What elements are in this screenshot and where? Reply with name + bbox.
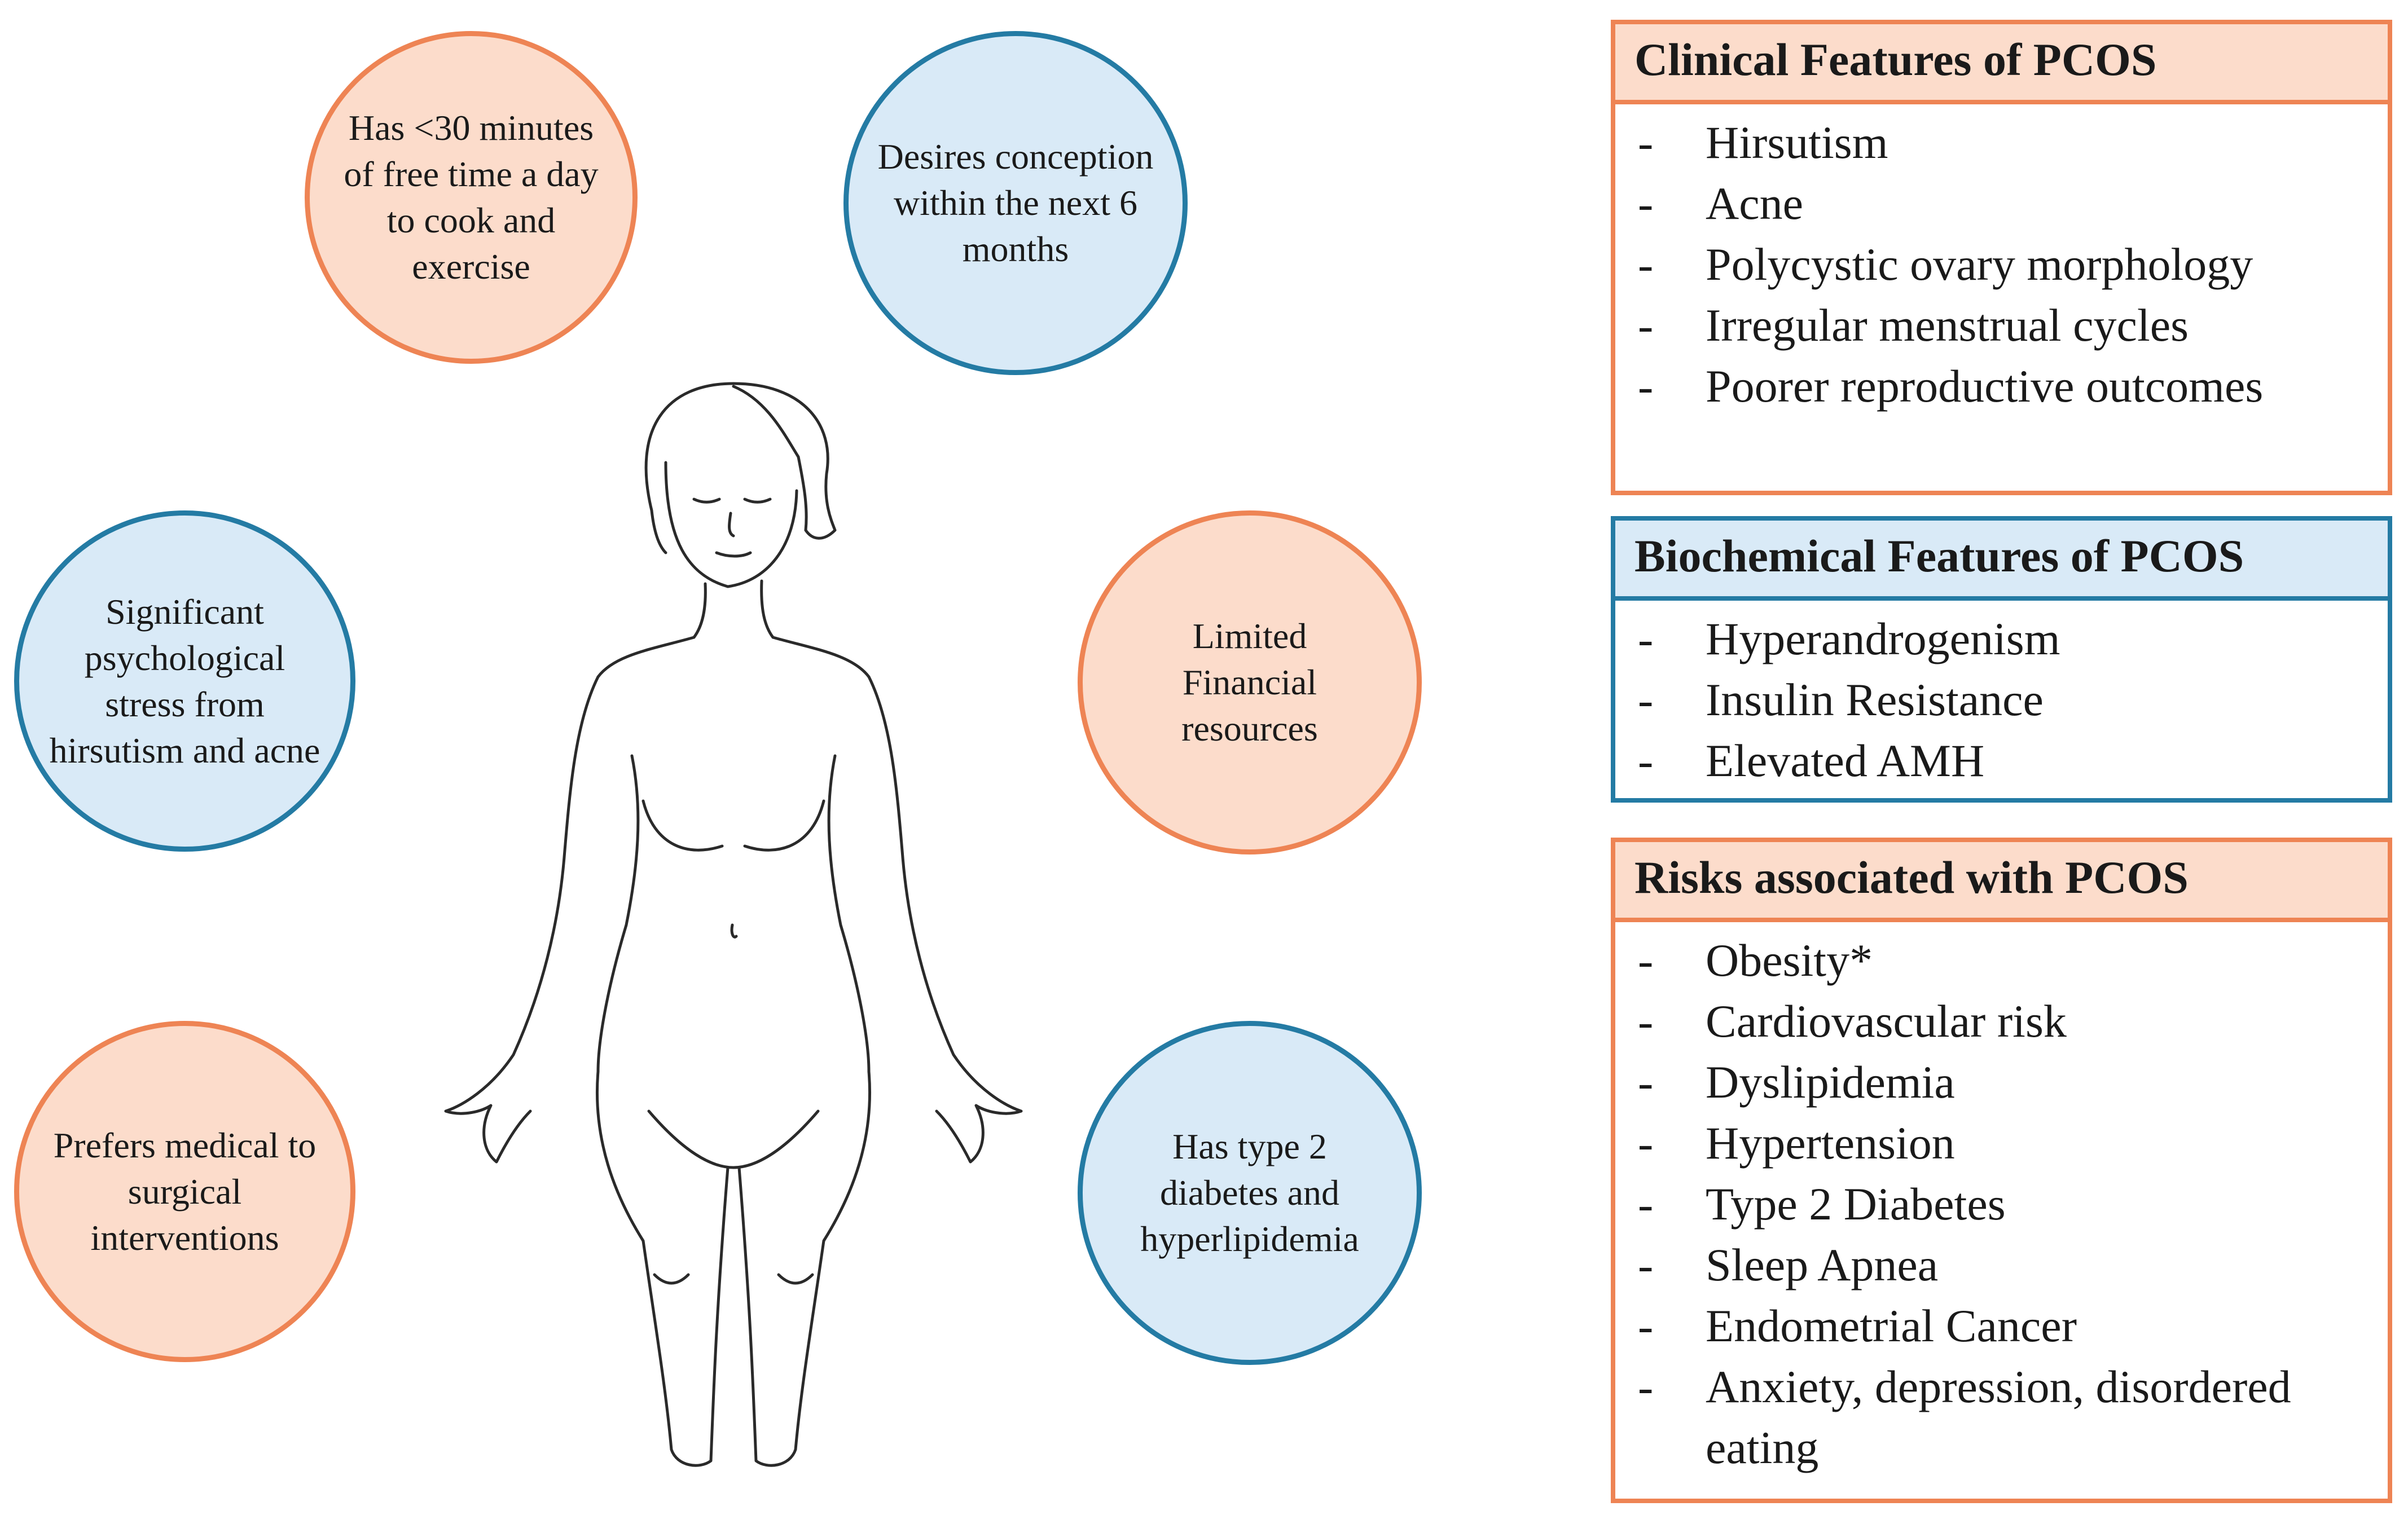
clinical-features-box: Clinical Features of PCOS Hirsutism Acne… xyxy=(1611,20,2392,495)
list-item: Obesity* xyxy=(1615,930,2388,991)
risks-list: Obesity* Cardiovascular risk Dyslipidemi… xyxy=(1615,922,2388,1478)
circle-diabetes-text: Has type 2 diabetes and hyperlipidemia xyxy=(1140,1126,1359,1259)
female-body-outline-icon xyxy=(429,361,1038,1489)
circle-financial: Limited Financial resources xyxy=(1078,510,1422,855)
list-item: Endometrial Cancer xyxy=(1615,1296,2388,1356)
risks-title: Risks associated with PCOS xyxy=(1615,842,2388,922)
biochemical-features-box: Biochemical Features of PCOS Hyperandrog… xyxy=(1611,516,2392,803)
circle-medical-pref: Prefers medical to surgical intervention… xyxy=(14,1021,355,1362)
list-item: Poorer reproductive outcomes xyxy=(1615,356,2388,417)
circle-conception-text: Desires conception within the next 6 mon… xyxy=(877,136,1154,269)
list-item: Dyslipidemia xyxy=(1615,1052,2388,1113)
list-item: Cardiovascular risk xyxy=(1615,991,2388,1052)
circle-diabetes: Has type 2 diabetes and hyperlipidemia xyxy=(1078,1021,1422,1365)
biochemical-features-title: Biochemical Features of PCOS xyxy=(1615,521,2388,601)
clinical-features-title: Clinical Features of PCOS xyxy=(1615,24,2388,104)
list-item: Sleep Apnea xyxy=(1615,1235,2388,1296)
list-item: Hirsutism xyxy=(1615,112,2388,173)
circle-free-time: Has <30 minutes of free time a day to co… xyxy=(305,31,638,364)
list-item: Anxiety, depression, disordered eating xyxy=(1615,1356,2388,1478)
circle-medical-pref-text: Prefers medical to surgical intervention… xyxy=(53,1125,317,1258)
circle-psych-stress: Significant psychological stress from hi… xyxy=(14,510,355,852)
clinical-features-list: Hirsutism Acne Polycystic ovary morpholo… xyxy=(1615,104,2388,417)
list-item: Irregular menstrual cycles xyxy=(1615,295,2388,356)
circle-psych-stress-text: Significant psychological stress from hi… xyxy=(49,591,320,770)
circle-free-time-text: Has <30 minutes of free time a day to co… xyxy=(344,108,599,287)
circle-financial-text: Limited Financial resources xyxy=(1181,616,1318,748)
list-item: Hyperandrogenism xyxy=(1615,609,2388,669)
list-item: Insulin Resistance xyxy=(1615,669,2388,730)
list-item: Polycystic ovary morphology xyxy=(1615,234,2388,295)
list-item: Type 2 Diabetes xyxy=(1615,1174,2388,1235)
list-item: Elevated AMH xyxy=(1615,730,2388,791)
list-item: Hypertension xyxy=(1615,1113,2388,1174)
circle-conception: Desires conception within the next 6 mon… xyxy=(843,31,1188,375)
risks-box: Risks associated with PCOS Obesity* Card… xyxy=(1611,838,2392,1503)
list-item: Acne xyxy=(1615,173,2388,234)
biochemical-features-list: Hyperandrogenism Insulin Resistance Elev… xyxy=(1615,601,2388,791)
